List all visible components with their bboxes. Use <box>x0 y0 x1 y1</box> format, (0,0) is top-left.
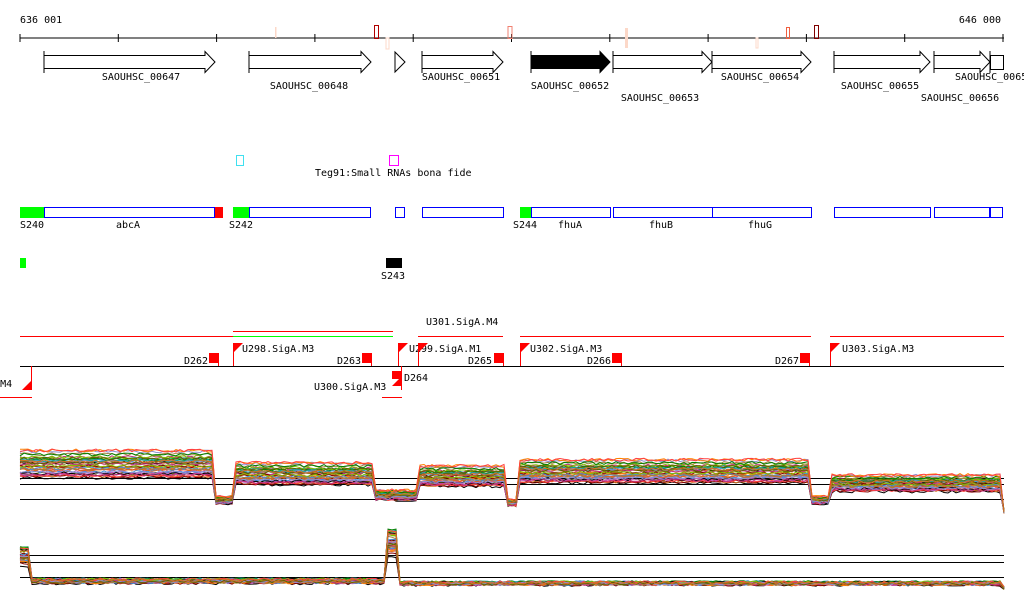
gene-label: SAOUHSC_00648 <box>270 81 348 92</box>
ruler-end-label: 646 000 <box>959 15 1001 26</box>
siga-label: U298.SigA.M3 <box>242 344 314 355</box>
operon-feature[interactable] <box>613 207 713 218</box>
gene-SAOUHSC_00653[interactable]: SAOUHSC_00653 <box>612 50 713 104</box>
ruler-mark <box>507 26 513 39</box>
operon-feature[interactable] <box>934 207 991 218</box>
terminator-flag[interactable] <box>209 353 219 366</box>
coverage-line <box>19 459 1005 513</box>
ruler-mark <box>625 28 628 48</box>
srna-track[interactable]: Teg91:Small RNAs bona fide <box>236 155 472 180</box>
siga-label: U302.SigA.M3 <box>530 344 602 355</box>
siga-label: U303.SigA.M3 <box>842 344 914 355</box>
gene-track[interactable]: SAOUHSC_00647SAOUHSC_00648SAOUHSC_00651S… <box>43 50 1024 104</box>
siga-label: D267 <box>775 356 799 367</box>
gene-label: SAOUHSC_00652 <box>531 81 609 92</box>
gene-label: SAOUHSC_00655 <box>841 81 919 92</box>
coverage-line <box>19 469 1005 513</box>
siga-label: U301.SigA.M4 <box>426 317 498 328</box>
operon-feature[interactable] <box>386 258 402 268</box>
operon-label: S240 <box>20 220 44 231</box>
operon-feature[interactable] <box>395 207 405 218</box>
operon-label: S242 <box>229 220 253 231</box>
operon-marker[interactable] <box>520 207 531 218</box>
siga-label: U299.SigA.M1 <box>409 344 481 355</box>
operon-feature[interactable] <box>834 207 931 218</box>
siga-label: D266 <box>587 356 611 367</box>
operon-marker[interactable] <box>214 207 223 218</box>
gene-label: SAOUHSC_00653 <box>621 93 699 104</box>
reverse-flag[interactable] <box>22 366 32 390</box>
ruler-mark <box>275 27 277 38</box>
siga-label: D264 <box>404 373 428 384</box>
operon-marker[interactable] <box>20 207 44 218</box>
gene-SAOUHSC_00652[interactable]: SAOUHSC_00652 <box>530 50 611 92</box>
start-feature[interactable] <box>20 258 26 268</box>
coverage-line <box>19 448 1005 512</box>
coverage-line <box>19 532 1005 588</box>
ruler-mark <box>786 27 790 39</box>
gene-label: SAOUHSC_00651 <box>422 72 500 83</box>
promoter-flag[interactable] <box>398 343 408 366</box>
promoter-flag[interactable] <box>233 343 243 366</box>
siga-track[interactable]: D262 U298.SigA.M3 D263 U299.SigA.M1 U301… <box>0 317 1004 398</box>
srna-label: Teg91:Small RNAs bona fide <box>315 168 472 179</box>
operon-track[interactable]: S240 abcA S242 S244 fhuA fhuB fhuG S243 <box>20 207 1003 282</box>
siga-label: U300.SigA.M3 <box>314 382 386 393</box>
gene-label: SAOUHSC_0065 <box>955 72 1024 83</box>
ruler-mark <box>814 25 819 39</box>
operon-label: S244 <box>513 220 537 231</box>
gene-label: SAOUHSC_00656 <box>921 93 999 104</box>
operon-label: S243 <box>381 271 405 282</box>
gene-label: SAOUHSC_00654 <box>721 72 799 83</box>
ruler-mark <box>755 37 759 49</box>
operon-label: fhuA <box>558 220 582 231</box>
operon-feature[interactable] <box>422 207 504 218</box>
operon-feature[interactable] <box>990 207 1003 218</box>
gene-SAOUHSC_00654[interactable]: SAOUHSC_00654 <box>711 50 812 83</box>
siga-label: D262 <box>184 356 208 367</box>
promoter-flag[interactable] <box>520 343 530 366</box>
operon-marker[interactable] <box>233 207 249 218</box>
terminator-flag[interactable] <box>494 353 504 366</box>
terminator-flag[interactable] <box>800 353 810 366</box>
srna-feature[interactable] <box>236 155 244 166</box>
gene-small[interactable] <box>394 50 406 74</box>
coverage-panel-2[interactable] <box>19 528 1005 590</box>
coverage-line <box>19 542 1005 590</box>
ruler-start-label: 636 001 <box>20 15 62 26</box>
terminator-flag[interactable] <box>612 353 622 366</box>
terminator-flag[interactable] <box>362 353 372 366</box>
operon-label: fhuB <box>649 220 673 231</box>
ruler-mark <box>374 25 379 39</box>
ruler-mark <box>385 37 390 50</box>
gene-SAOUHSC_00655[interactable]: SAOUHSC_00655 <box>833 50 931 92</box>
siga-label: SigA.M4 <box>0 379 12 390</box>
operon-feature[interactable] <box>44 207 215 218</box>
siga-label: D265 <box>468 356 492 367</box>
promoter-flag[interactable] <box>830 343 840 366</box>
gene-SAOUHSC_00656[interactable]: SAOUHSC_00656 <box>921 50 999 104</box>
gene-SAOUHSC_00647[interactable]: SAOUHSC_00647 <box>43 50 216 83</box>
operon-feature[interactable] <box>531 207 611 218</box>
promoter-flag[interactable] <box>418 343 428 366</box>
siga-label: D263 <box>337 356 361 367</box>
operon-label: fhuG <box>748 220 772 231</box>
gene-label: SAOUHSC_00647 <box>102 72 180 83</box>
operon-feature[interactable] <box>712 207 812 218</box>
coverage-panel-1[interactable] <box>19 448 1005 514</box>
gene-SAOUHSC_00648[interactable]: SAOUHSC_00648 <box>248 50 372 92</box>
gene-SAOUHSC_00651[interactable]: SAOUHSC_00651 <box>421 50 504 83</box>
coverage-line <box>19 529 1005 587</box>
operon-label: abcA <box>116 220 140 231</box>
ruler: 636 001 646 000 <box>19 15 1004 50</box>
gene-SAOUHSC_0065[interactable]: SAOUHSC_0065 <box>955 51 1024 83</box>
operon-feature[interactable] <box>249 207 371 218</box>
srna-feature[interactable] <box>389 155 399 166</box>
